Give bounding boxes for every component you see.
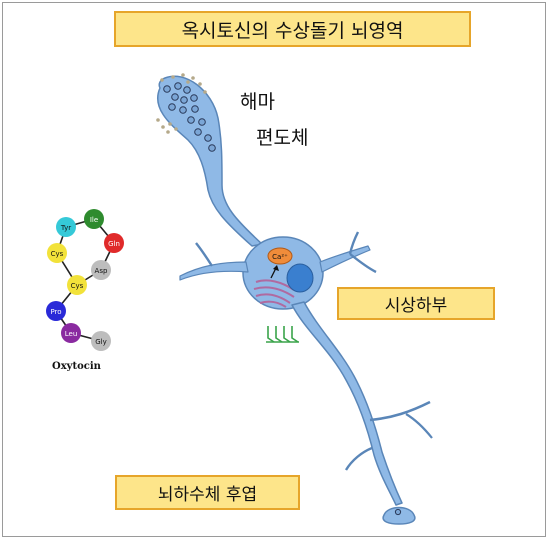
residue-label: Cys: [51, 250, 64, 258]
nucleus: [286, 263, 314, 293]
residue-leu: [61, 323, 81, 343]
residue-label: Ile: [90, 216, 98, 224]
residue-pro: [46, 301, 66, 321]
released-peptides: [156, 73, 207, 134]
vesicles: [163, 82, 402, 516]
calcium-vesicle: [267, 247, 293, 265]
axon: [291, 301, 403, 506]
residue-gln: [104, 233, 124, 253]
residue-label: Leu: [65, 330, 78, 338]
residue-gly: [91, 331, 111, 351]
right-dendrite: [319, 245, 371, 273]
residue-label: Gly: [95, 338, 107, 346]
residue-tyr: [56, 217, 76, 237]
hypothalamus-label: 시상하부: [337, 287, 495, 320]
left-dendrite: [179, 261, 249, 281]
oxytocin-molecule: Cys Tyr Ile Gln Asp Cys Pro Leu Gly: [46, 209, 124, 351]
amygdala-label: 편도체: [256, 127, 309, 149]
calcium-label: Ca²⁺: [272, 253, 288, 261]
axon-terminal: [382, 506, 416, 525]
residue-label: Cys: [71, 282, 84, 290]
diagram-title: 옥시토신의 수상돌기 뇌영역: [114, 11, 471, 47]
residue-cys: [47, 243, 67, 263]
upper-dendrite: [157, 75, 263, 247]
posterior-pituitary-label: 뇌하수체 후엽: [115, 475, 300, 510]
residue-label: Gln: [108, 240, 120, 248]
residue-label: Tyr: [60, 224, 71, 232]
arrow-icon: [270, 265, 279, 279]
golgi-apparatus: [253, 279, 295, 308]
hippocampus-label: 해마: [240, 91, 275, 113]
residue-label: Pro: [50, 308, 61, 316]
residue-asp: [91, 260, 111, 280]
release-marks: [266, 326, 299, 343]
diagram-frame: [2, 2, 546, 537]
residue-ile: [84, 209, 104, 229]
residue-label: Asp: [95, 267, 108, 275]
residue-cys-2: [67, 275, 87, 295]
oxytocin-label: Oxytocin: [52, 361, 101, 372]
